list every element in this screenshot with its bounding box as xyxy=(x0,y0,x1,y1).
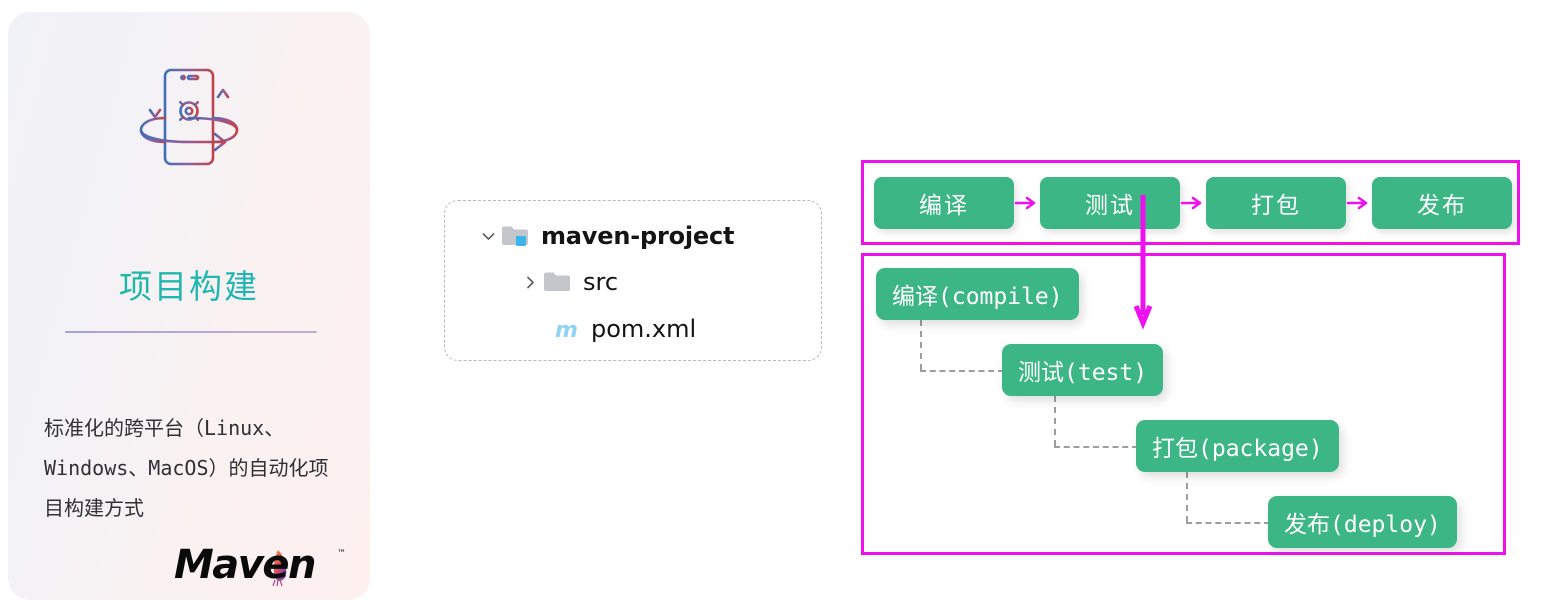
page-title: 项目构建 xyxy=(8,260,370,308)
pipeline-stage-compile[interactable]: 编译 xyxy=(874,176,1014,229)
chevron-down-icon[interactable] xyxy=(475,223,501,249)
build-pipeline-highlight-frame: 编译 测试 打包 发布 xyxy=(861,160,1520,245)
card-description: 标准化的跨平台（Linux、Windows、MacOS）的自动化项目构建方式 xyxy=(44,416,329,520)
arrow-right-icon xyxy=(1180,194,1206,212)
maven-logo: Maven ™ xyxy=(174,542,354,588)
tree-item-src[interactable]: src xyxy=(517,265,618,299)
chevron-right-icon[interactable] xyxy=(517,269,543,295)
tree-item-label: pom.xml xyxy=(591,315,697,343)
pipeline-stage-row: 编译 测试 打包 发布 xyxy=(864,163,1517,242)
pipeline-stage-package[interactable]: 打包 xyxy=(1206,176,1346,229)
tree-item-maven-project[interactable]: maven-project xyxy=(475,219,734,253)
lifecycle-phase-package[interactable]: 打包(package) xyxy=(1136,420,1339,472)
lifecycle-phase-compile[interactable]: 编译(compile) xyxy=(876,268,1079,320)
svg-text:Maven: Maven xyxy=(174,542,315,588)
project-file-tree: maven-project src m pom.xml xyxy=(444,200,822,361)
arrow-right-icon xyxy=(1014,194,1040,212)
connector-test-package-horizontal xyxy=(1054,446,1138,448)
phone-gear-sync-icon xyxy=(127,56,251,180)
lifecycle-diagram: 编译(compile) 测试(test) 打包(package) 发布(depl… xyxy=(864,256,1503,552)
pipeline-stage-test[interactable]: 测试 xyxy=(1040,176,1180,229)
folder-icon xyxy=(543,269,573,295)
project-build-card: 项目构建 标准化的跨平台（Linux、Windows、MacOS）的自动化项目构… xyxy=(8,12,370,600)
connector-package-deploy-horizontal xyxy=(1186,522,1270,524)
tree-item-label: src xyxy=(583,268,619,296)
maven-m-file-icon: m xyxy=(553,316,583,343)
arrow-right-icon xyxy=(1346,194,1372,212)
connector-compile-test-horizontal xyxy=(920,370,1004,372)
build-lifecycle-highlight-frame: 编译(compile) 测试(test) 打包(package) 发布(depl… xyxy=(861,253,1506,555)
connector-compile-test-vertical xyxy=(920,320,922,370)
svg-text:™: ™ xyxy=(337,549,346,559)
folder-project-icon xyxy=(501,223,531,249)
title-divider xyxy=(65,331,317,333)
pipeline-stage-deploy[interactable]: 发布 xyxy=(1372,176,1512,229)
lifecycle-phase-deploy[interactable]: 发布(deploy) xyxy=(1268,496,1457,548)
tree-item-label: maven-project xyxy=(541,222,735,250)
lifecycle-phase-test[interactable]: 测试(test) xyxy=(1002,344,1164,396)
arrow-down-icon xyxy=(1129,195,1157,330)
tree-item-pom-xml[interactable]: m pom.xml xyxy=(553,312,696,346)
svg-text:m: m xyxy=(555,318,578,342)
connector-test-package-vertical xyxy=(1054,396,1056,446)
connector-package-deploy-vertical xyxy=(1186,472,1188,522)
